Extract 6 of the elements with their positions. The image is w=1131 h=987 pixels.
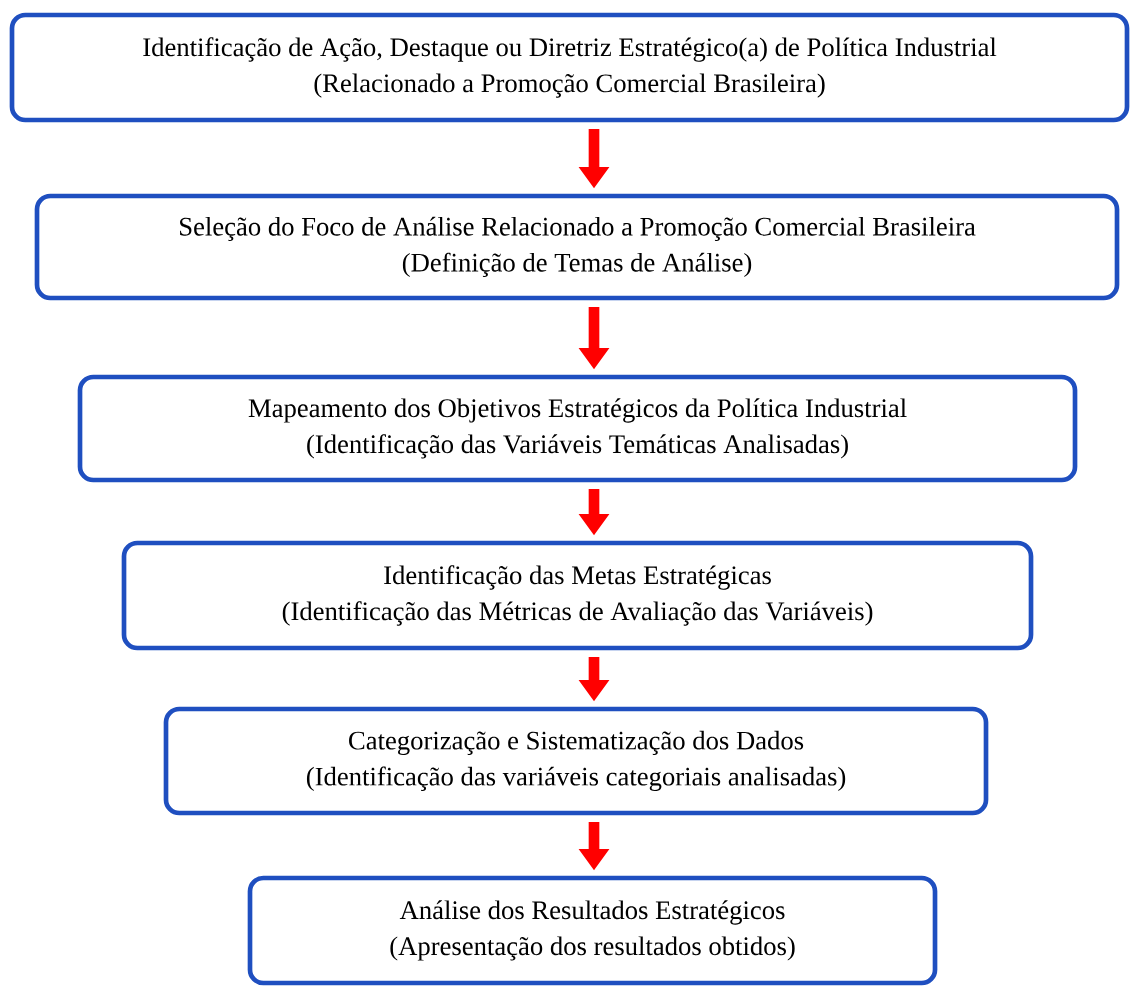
process-box: Mapeamento dos Objetivos Estratégicos da Política Industrial (Identificação das Variáveis Temáticas Analisadas) xyxy=(77,374,1078,483)
process-box: Identificação de Ação, Destaque ou Diretriz Estratégico(a) de Política Industrial (Relacionado a Promoção Comercial Brasileira) xyxy=(9,12,1130,123)
process-box: Categorização e Sistematização dos Dados (Identificação das variáveis categoriais analisadas) xyxy=(163,706,989,816)
process-box: Seleção do Foco de Análise Relacionado a Promoção Comercial Brasileira (Definição de Temas de Análise) xyxy=(34,193,1120,301)
process-box: Identificação das Metas Estratégicas (Identificação das Métricas de Avaliação das Variáveis) xyxy=(121,540,1034,651)
process-box: Análise dos Resultados Estratégicos (Apresentação dos resultados obtidos) xyxy=(247,875,938,986)
